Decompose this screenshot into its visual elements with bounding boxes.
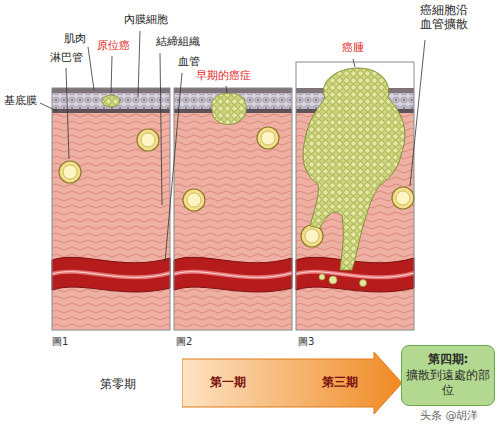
part-label: 血管: [178, 56, 200, 69]
stage-name: 第零期: [100, 378, 136, 392]
stage-description: 擴散到遠處的部位: [406, 368, 490, 399]
note-label: 癌細胞沿血管擴散: [420, 4, 470, 32]
stage-arrow: 第一期 第三期: [182, 352, 402, 414]
stage-label: 原位癌: [97, 40, 130, 53]
figure-number: 圖2: [176, 336, 192, 348]
panel-frames: [52, 62, 414, 330]
stage-name: 第三期: [322, 375, 358, 391]
figure-number: 圖1: [52, 336, 68, 348]
figure-number: 圖3: [298, 336, 314, 348]
part-label: 內膜細胞: [124, 14, 168, 27]
tissue-panel: [174, 88, 292, 330]
tumor-cells: [102, 68, 405, 287]
watermark: 头条 @胡洋: [420, 410, 479, 423]
part-label: 結締組織: [156, 36, 200, 49]
stage-label: 早期的癌症: [196, 70, 251, 83]
tissue-panel: [52, 88, 170, 330]
stage-heading: 第四期:: [406, 352, 490, 368]
part-label: 肌肉: [64, 33, 86, 46]
part-label: 淋巴管: [50, 52, 83, 65]
stage-name: 第一期: [210, 375, 246, 391]
stage-label: 癌腫: [342, 42, 364, 55]
stage-box: 第四期:擴散到遠處的部位: [401, 345, 495, 406]
arrow-body: [182, 352, 402, 414]
part-label: 基底膜: [4, 95, 37, 108]
leader-lines: [40, 31, 425, 262]
